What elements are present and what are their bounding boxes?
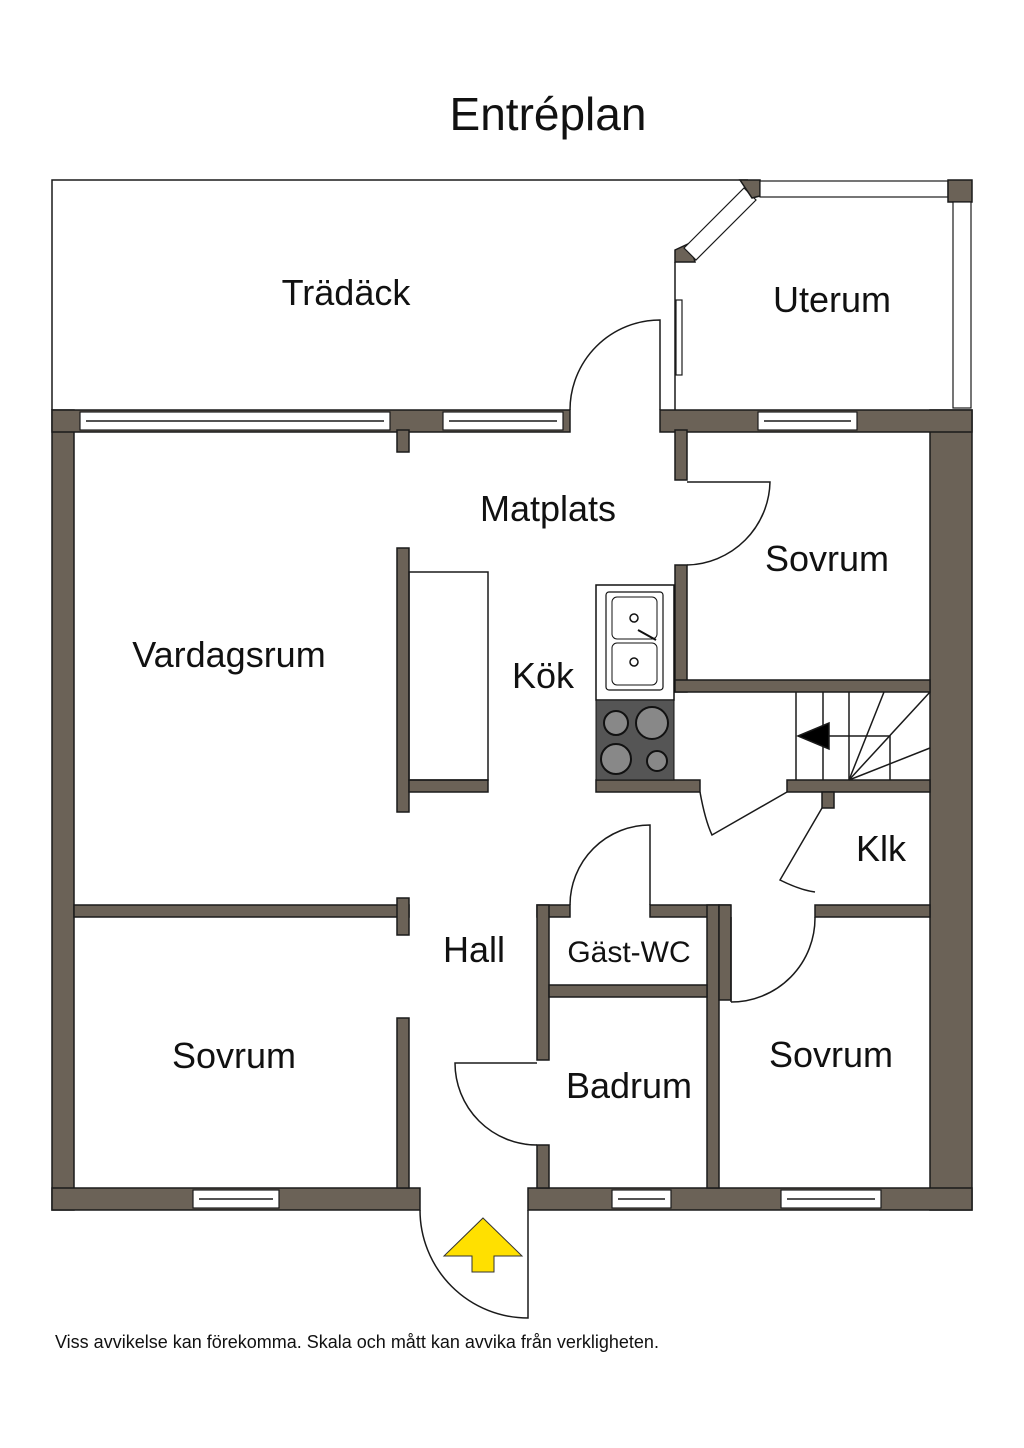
room-label-hall: Hall [443,929,505,970]
deck-outline [51,179,748,410]
exterior-walls [51,409,973,1211]
room-label-sovrum: Sovrum [172,1035,296,1076]
disclaimer-text: Viss avvikelse kan förekomma. Skala och … [55,1332,659,1352]
room-label-vardagsrum: Vardagsrum [132,634,325,675]
window [952,201,972,409]
room-label-badrum: Badrum [566,1065,692,1106]
fireplace-counter [408,571,489,781]
room-label-sovrum: Sovrum [765,538,889,579]
interior-walls [73,429,931,1189]
stove [595,699,675,781]
room-label-sovrum: Sovrum [769,1034,893,1075]
stair-direction-arrow-icon [796,721,830,751]
plan-title: Entréplan [450,88,647,140]
room-label-kok: Kök [512,655,575,696]
sunroom [674,179,973,410]
windows [79,411,882,1209]
entrance-arrow-icon [442,1217,524,1273]
room-label-matplats: Matplats [480,488,616,529]
window [759,180,949,198]
kitchen-sink [595,584,675,701]
room-label-uterum: Uterum [773,279,891,320]
room-label-tradack: Trädäck [282,272,412,313]
room-label-klk: Klk [856,828,907,869]
staircase [795,691,931,781]
window [683,187,757,261]
room-label-gast-wc: Gäst-WC [567,936,690,969]
doors [419,319,823,1319]
